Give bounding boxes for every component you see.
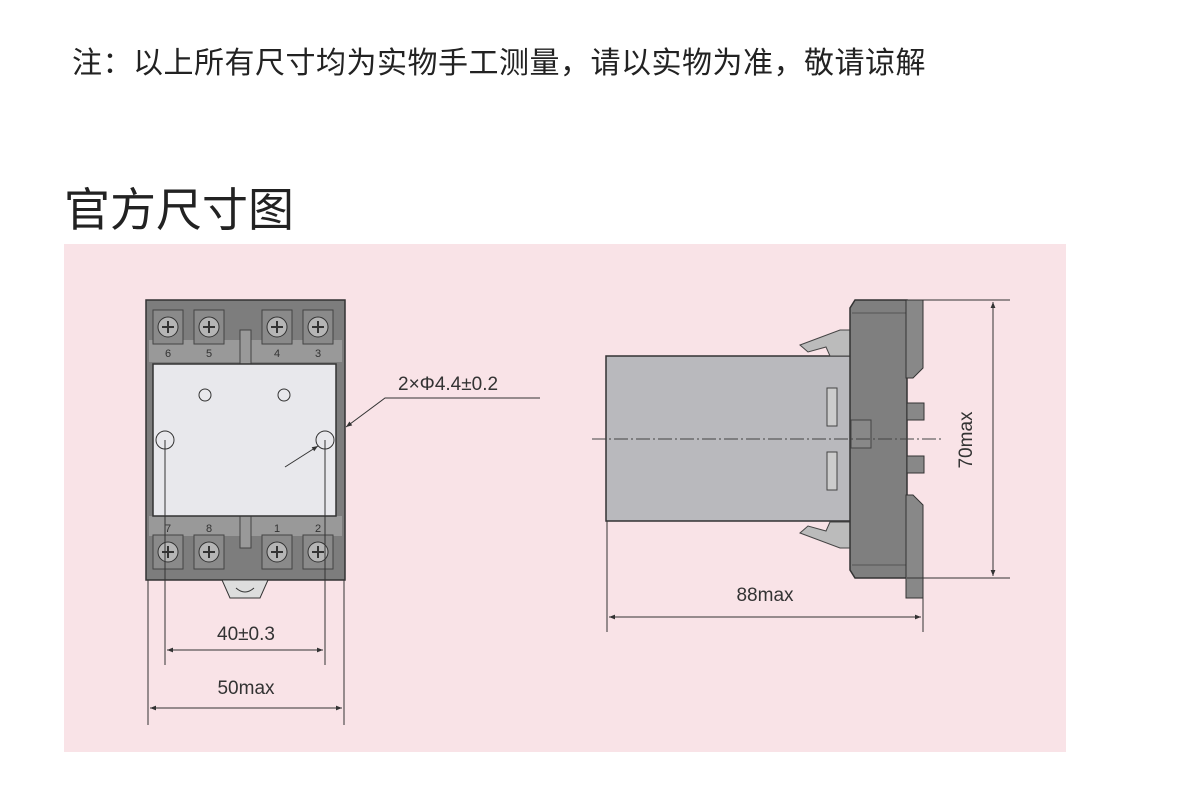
depth-dimension: 88max [736,585,794,606]
height-dimension: 70max [956,411,977,469]
terminal-screw-icon [302,309,334,345]
side-view [592,299,942,599]
front-view: 6 5 4 3 7 8 1 2 [145,299,346,599]
terminal-screw-icon [193,309,225,345]
terminal-screw-icon [152,534,184,570]
section-title: 官方尺寸图 [64,183,294,237]
terminal-label: 8 [206,523,212,535]
hole-spacing-dimension: 40±0.3 [217,624,275,645]
terminal-screw-icon [261,534,293,570]
side-dimension-lines [606,299,1010,632]
terminal-label: 6 [165,348,171,360]
terminal-screw-icon [193,534,225,570]
front-dimension-lines [147,397,540,725]
terminal-screw-icon [261,309,293,345]
hole-callout: 2×Φ4.4±0.2 [398,374,498,395]
terminal-screw-icon [152,309,184,345]
terminal-label: 7 [165,523,171,535]
measurement-note: 注：以上所有尺寸均为实物手工测量，请以实物为准，敬请谅解 [72,46,926,81]
terminal-screw-icon [302,534,334,570]
terminal-label: 2 [315,523,321,535]
width-dimension: 50max [217,678,275,699]
terminal-label: 5 [206,348,212,360]
terminal-label: 3 [315,348,321,360]
terminal-label: 1 [274,523,280,535]
terminal-label: 4 [274,348,280,360]
